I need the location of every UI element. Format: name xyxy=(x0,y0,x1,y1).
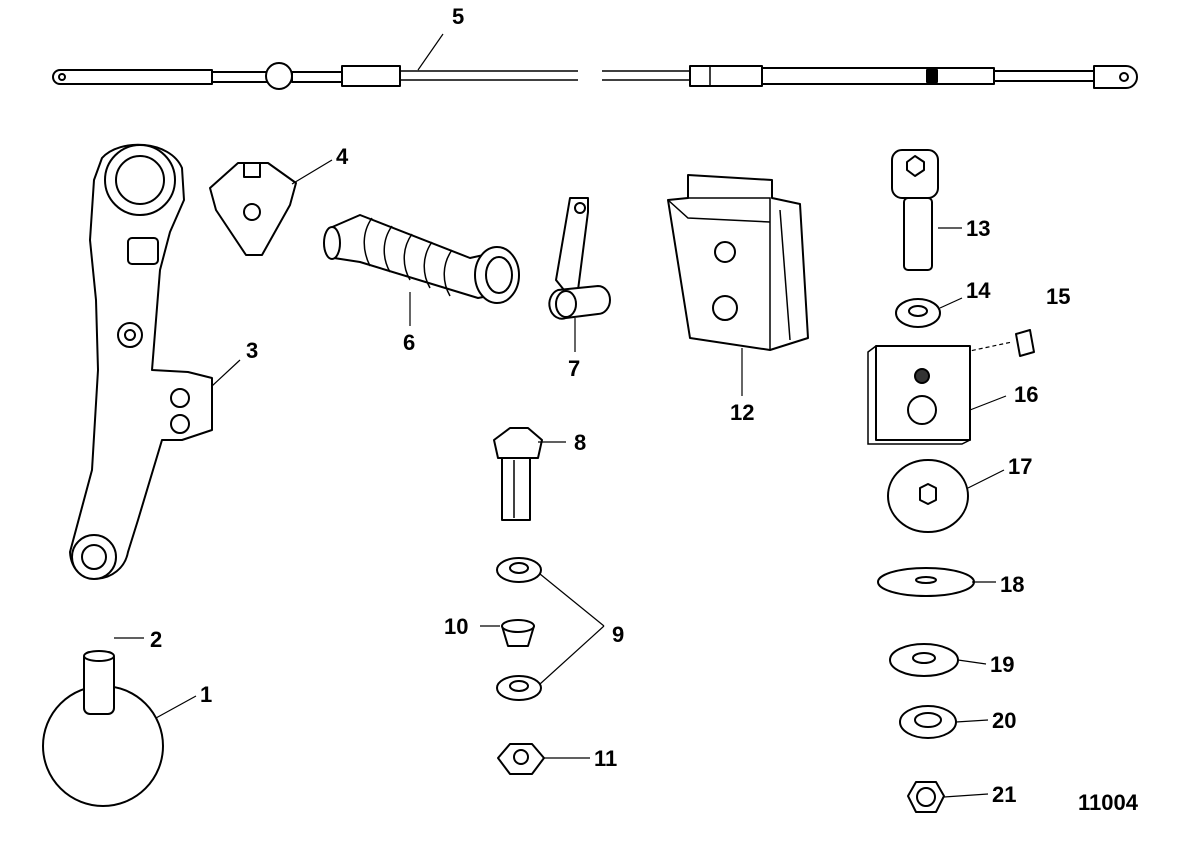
callout-12: 12 xyxy=(730,400,754,425)
part-4-lock-plate xyxy=(209,162,297,256)
part-13-screw xyxy=(891,149,939,271)
part-18-washer xyxy=(877,567,975,597)
callout-1: 1 xyxy=(200,682,212,707)
part-7-anchor-bracket xyxy=(548,197,611,320)
part-11-nut xyxy=(497,743,545,775)
part-20-washer xyxy=(899,705,957,739)
part-8-bolt xyxy=(493,427,543,521)
callout-10: 10 xyxy=(444,614,468,639)
callout-7: 7 xyxy=(568,356,580,381)
callout-21: 21 xyxy=(992,782,1016,807)
part-17-disc xyxy=(887,459,969,533)
callout-20: 20 xyxy=(992,708,1016,733)
part-9-washers xyxy=(496,557,542,701)
part-10-bushing xyxy=(501,619,535,647)
part-15-set-screw xyxy=(964,329,1035,357)
part-21-nut xyxy=(907,781,945,813)
callout-3: 3 xyxy=(246,338,258,363)
part-19-washer xyxy=(889,643,959,677)
callout-4: 4 xyxy=(336,144,349,169)
callout-labels: 5 1 2 3 4 6 7 8 9 10 11 12 13 14 15 16 1… xyxy=(150,4,1070,807)
callout-19: 19 xyxy=(990,652,1014,677)
callout-5: 5 xyxy=(452,4,464,29)
part-6-boot xyxy=(323,214,520,304)
part-2-pin xyxy=(83,650,115,715)
figure-id: 11004 xyxy=(1078,790,1139,815)
callout-2: 2 xyxy=(150,627,162,652)
callout-15: 15 xyxy=(1046,284,1070,309)
part-3-shift-lever xyxy=(69,143,213,580)
leader-lines xyxy=(114,33,1007,798)
part-12-cable-holder xyxy=(667,174,809,351)
callout-14: 14 xyxy=(966,278,991,303)
callout-16: 16 xyxy=(1014,382,1038,407)
callout-11: 11 xyxy=(594,746,617,771)
callout-8: 8 xyxy=(574,430,586,455)
callout-17: 17 xyxy=(1008,454,1032,479)
callout-9: 9 xyxy=(612,622,624,647)
part-5-shift-cable xyxy=(52,62,1138,90)
part-16-block xyxy=(867,345,971,445)
callout-18: 18 xyxy=(1000,572,1024,597)
callout-13: 13 xyxy=(966,216,990,241)
part-14-lock-washer xyxy=(895,298,941,328)
callout-6: 6 xyxy=(403,330,415,355)
